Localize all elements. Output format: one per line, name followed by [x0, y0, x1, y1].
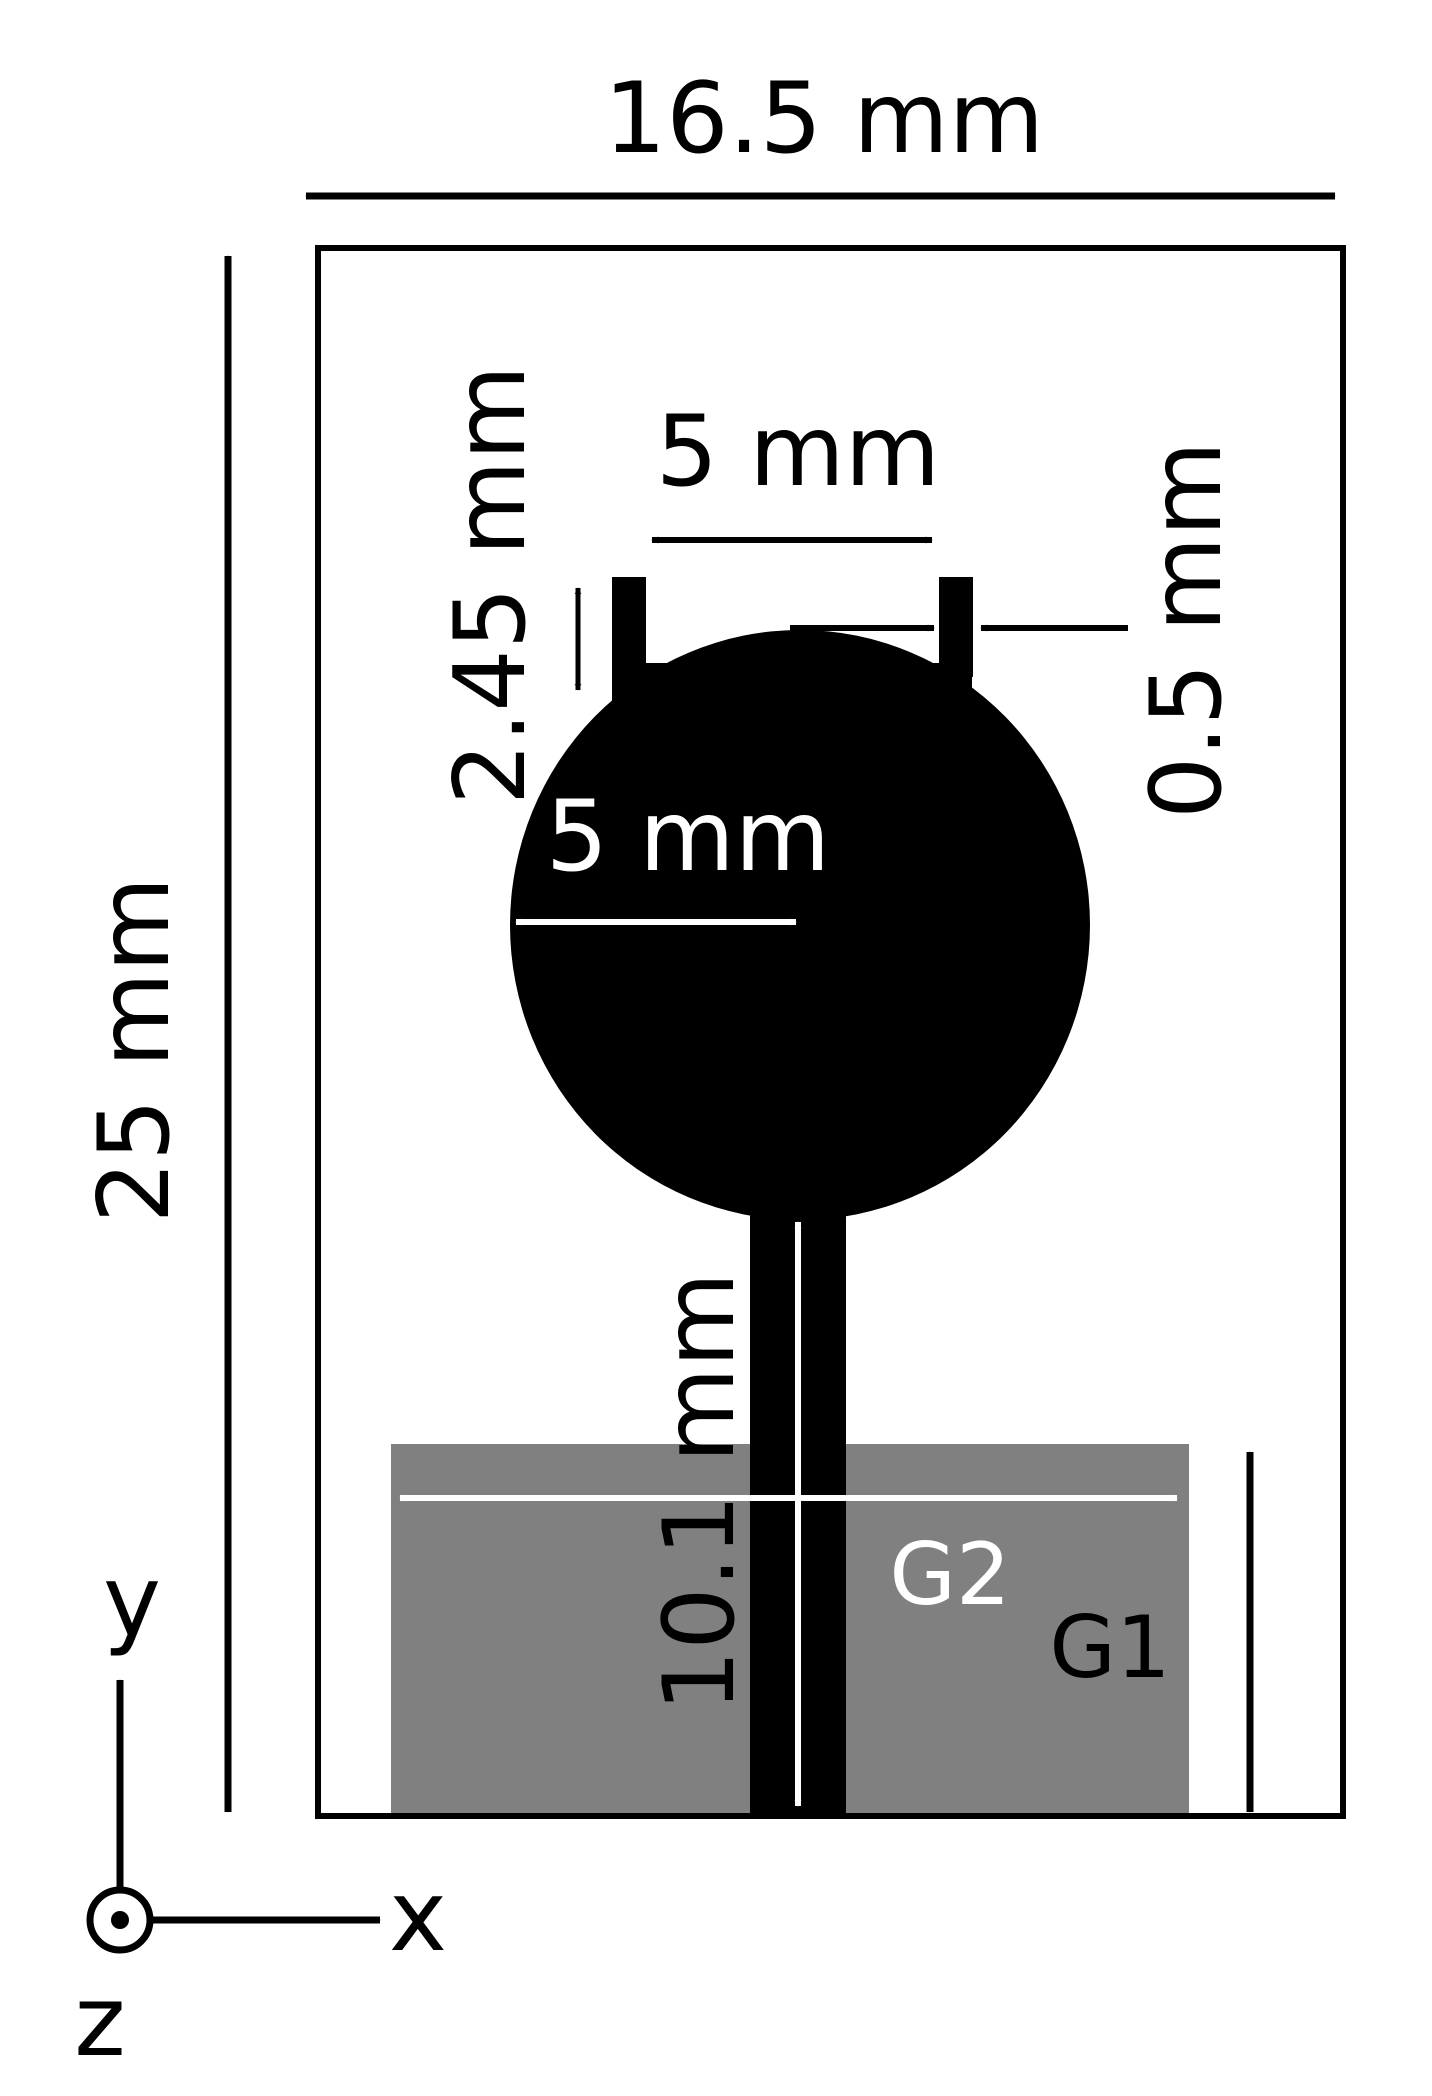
circle-radius-label: 5 mm: [546, 780, 830, 894]
z-axis-label: z: [74, 1965, 125, 2079]
y-axis-label: y: [103, 1545, 161, 1659]
slot-spacing-label: 5 mm: [656, 395, 940, 509]
circular-radiator: [510, 630, 1090, 1220]
ground-height-label: G1: [1049, 1598, 1170, 1698]
top-bar: [612, 663, 972, 743]
stub-width-label: 0.5 mm: [1130, 441, 1244, 819]
substrate-outline: [315, 245, 1346, 1819]
z-axis-dot: [111, 1911, 129, 1929]
overall-height-label: 25 mm: [78, 877, 192, 1224]
right-stub: [939, 577, 973, 677]
x-axis-label: x: [389, 1860, 447, 1974]
stub-height-label: 2.45 mm: [434, 365, 548, 805]
feed-length-label: 10.1 mm: [643, 1272, 757, 1712]
ground-width-label: G2: [889, 1525, 1010, 1625]
overall-width-label: 16.5 mm: [604, 62, 1044, 176]
left-stub: [612, 577, 646, 677]
